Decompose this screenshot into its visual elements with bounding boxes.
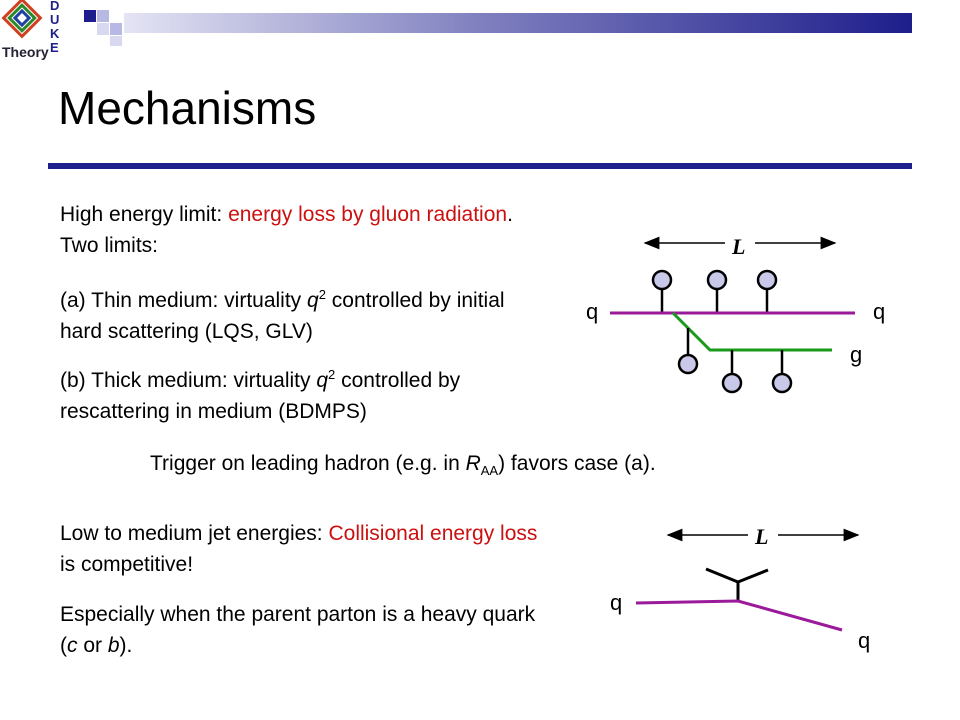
paragraph-heavy-quark: Especially when the parent parton is a h… [60, 603, 536, 657]
paragraph-thick-medium: (b) Thick medium: virtuality q2 controll… [60, 367, 461, 423]
paragraph-thin-medium: (a) Thin medium: virtuality q2 controlle… [60, 287, 505, 343]
scattering-centers-top [651, 269, 778, 313]
slide-title: Mechanisms [58, 82, 317, 134]
gluon-label: g [850, 342, 863, 367]
logo-emblem-icon [1, 0, 43, 39]
logo-letter-d: D [50, 0, 60, 13]
quark-out-label-1: q [873, 299, 886, 324]
collision-vertex [705, 567, 769, 601]
radiative-loss-diagram [610, 236, 855, 394]
duke-theory-logo: Theory D U K E [0, 0, 70, 64]
length-label-2: L [755, 524, 769, 549]
highlight-collisional-loss: Collisional energy loss [328, 522, 538, 545]
trigger-statement: Trigger on leading hadron (e.g. in RAA) … [150, 452, 656, 479]
paragraph-collisional: Low to medium jet energies: Collisional … [60, 522, 538, 576]
quark-out-label-2: q [858, 628, 871, 653]
quark-in-label-2: q [610, 590, 623, 615]
logo-letter-k: K [50, 26, 60, 41]
paragraph-high-energy: High energy limit: energy loss by gluon … [60, 203, 513, 257]
title-underline [48, 163, 912, 169]
gluon-line [671, 311, 832, 352]
quark-path [635, 599, 843, 632]
collisional-loss-diagram [635, 528, 860, 632]
logo-letter-e: E [50, 40, 59, 55]
length-label-1: L [732, 234, 746, 259]
scattering-centers-bottom [677, 328, 793, 394]
highlight-gluon-radiation: energy loss by gluon radiation [228, 203, 508, 226]
logo-letter-u: U [50, 12, 60, 27]
quark-in-label-1: q [586, 299, 599, 324]
logo-text: Theory [2, 44, 49, 60]
